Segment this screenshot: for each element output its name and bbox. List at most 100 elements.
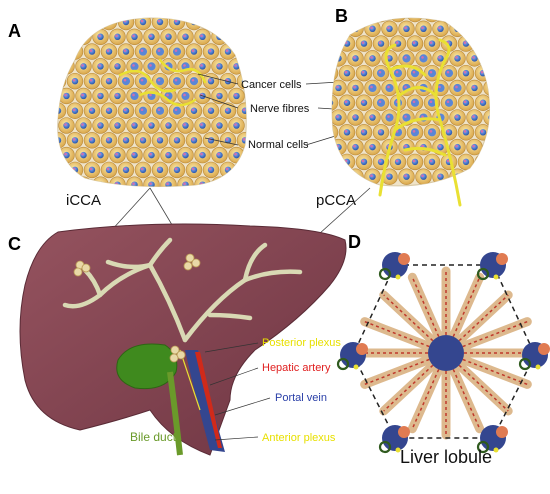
cell — [202, 72, 220, 90]
cell — [372, 94, 390, 111]
cell — [151, 43, 169, 60]
portal-triad — [476, 425, 508, 454]
cell — [332, 94, 339, 111]
cell — [338, 124, 356, 141]
cell — [457, 64, 475, 82]
label-hepatic-artery: Hepatic artery — [262, 362, 331, 374]
cell — [338, 64, 356, 82]
cell — [109, 87, 126, 105]
cell — [338, 35, 356, 52]
cell — [57, 18, 67, 31]
cell — [117, 132, 135, 149]
cell — [202, 43, 220, 60]
cell — [236, 102, 247, 119]
cell — [483, 138, 490, 156]
cell — [466, 79, 483, 97]
cell — [160, 146, 177, 164]
cell — [355, 153, 373, 171]
cell — [355, 18, 373, 23]
cell — [126, 146, 143, 164]
cell — [134, 43, 152, 60]
cell — [355, 64, 373, 82]
cell — [109, 146, 126, 164]
cell — [117, 43, 135, 60]
cell — [211, 28, 228, 45]
cell — [474, 64, 490, 82]
label-anterior-plexus: Anterior plexus — [262, 432, 336, 444]
cell — [440, 94, 458, 111]
cell — [332, 168, 347, 185]
cell — [160, 117, 177, 134]
cell — [211, 176, 228, 187]
cell — [211, 146, 228, 164]
panel-c-liver — [19, 223, 347, 456]
cell — [406, 35, 424, 52]
cell — [117, 102, 135, 119]
cell — [109, 58, 126, 75]
cell — [423, 35, 441, 52]
cell — [364, 138, 381, 156]
cell — [466, 20, 483, 37]
cell — [228, 58, 245, 75]
cell — [440, 18, 458, 23]
cell — [202, 102, 220, 119]
cell — [143, 146, 160, 164]
cell — [381, 20, 398, 37]
cell — [202, 18, 220, 31]
cell — [168, 161, 186, 179]
label-posterior-plexus: Posterior plexus — [262, 337, 341, 349]
cell — [364, 20, 381, 37]
cell — [75, 87, 92, 105]
cell — [75, 117, 92, 134]
cell — [332, 50, 347, 67]
cell — [126, 28, 143, 45]
cell — [92, 176, 109, 187]
cell — [185, 18, 203, 31]
cell — [372, 124, 390, 141]
cell — [194, 176, 211, 187]
cell — [92, 117, 109, 134]
cell — [338, 153, 356, 171]
cell — [57, 72, 67, 90]
cell — [75, 58, 92, 75]
cell — [228, 117, 245, 134]
cell — [389, 35, 407, 52]
cell — [466, 109, 483, 126]
cell — [364, 109, 381, 126]
cell — [160, 176, 177, 187]
cell — [440, 64, 458, 82]
cell — [185, 72, 203, 90]
panel-b-tissue — [331, 17, 491, 207]
cell — [194, 28, 211, 45]
cell — [100, 132, 118, 149]
label-portal-vein: Portal vein — [275, 392, 327, 404]
panel-c-annotations — [204, 342, 271, 441]
cell — [332, 138, 347, 156]
cell — [143, 87, 160, 105]
cell — [57, 43, 67, 60]
cell — [134, 132, 152, 149]
cell — [177, 176, 194, 187]
cell — [381, 109, 398, 126]
cell — [143, 117, 160, 134]
cell — [398, 168, 415, 185]
cell — [83, 132, 101, 149]
cell — [474, 18, 490, 23]
cell — [177, 146, 194, 164]
cell — [332, 35, 339, 52]
portal-triads — [336, 252, 550, 454]
cell — [355, 94, 373, 111]
label-nerve-fibres: Nerve fibres — [250, 103, 310, 115]
cell — [474, 94, 490, 111]
cell — [474, 35, 490, 52]
cell — [100, 43, 118, 60]
cell — [83, 72, 101, 90]
cell — [347, 50, 364, 67]
central-vein — [428, 335, 464, 371]
panel-d-lobule — [336, 252, 550, 454]
cell — [389, 153, 407, 171]
cell — [143, 58, 160, 75]
cell — [100, 18, 118, 31]
tumor-nodules-intrahepatic — [73, 253, 201, 277]
